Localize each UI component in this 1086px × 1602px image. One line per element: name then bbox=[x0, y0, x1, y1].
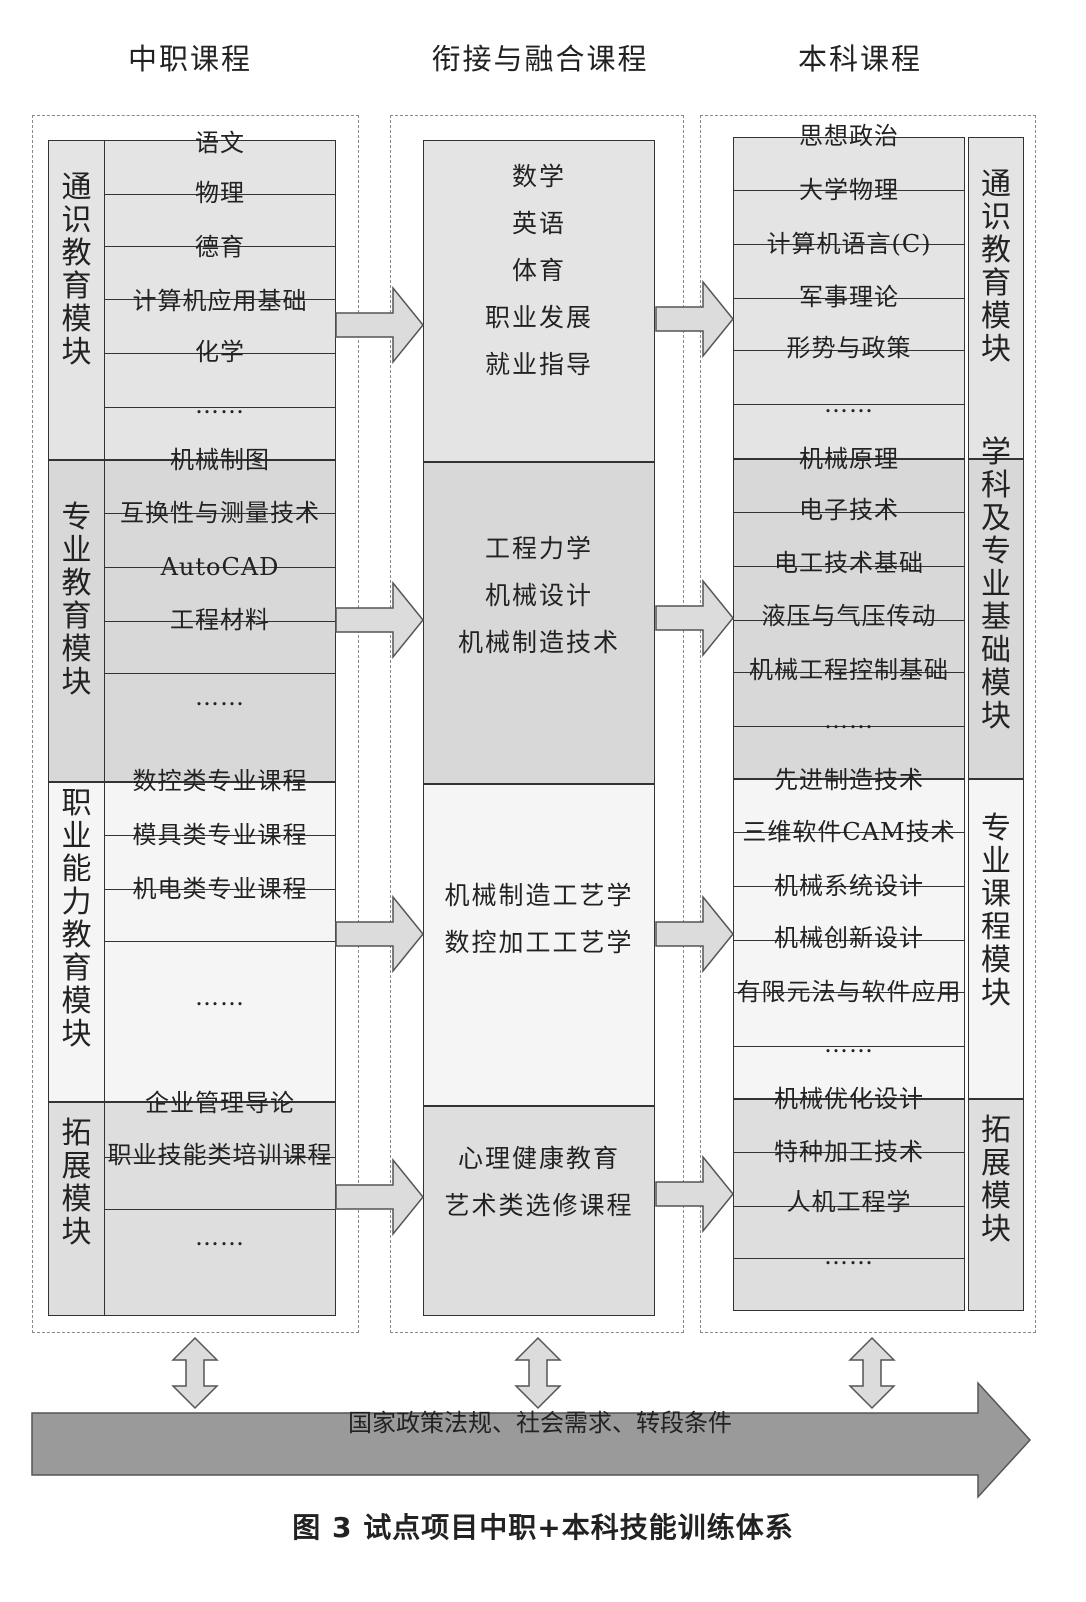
list-item: 数控类专业课程 bbox=[132, 767, 308, 795]
list-item: 物理 bbox=[195, 179, 245, 207]
up-down-arrow-icon bbox=[171, 1336, 219, 1410]
list-item: …… bbox=[195, 683, 245, 711]
list-item: 先进制造技术 bbox=[774, 766, 924, 794]
middle-module-vocational: 机械制造工艺学 数控加工工艺学 bbox=[423, 784, 655, 1106]
list-item: …… bbox=[195, 1223, 245, 1251]
right-module-label-professional: 专业课程模块 bbox=[968, 779, 1024, 1099]
list-item: …… bbox=[195, 391, 245, 419]
list-item: 工程材料 bbox=[170, 606, 270, 634]
list-item: 形势与政策 bbox=[786, 334, 912, 362]
header-bridging-courses: 衔接与融合课程 bbox=[431, 42, 649, 76]
list-item: …… bbox=[195, 983, 245, 1011]
list-item: AutoCAD bbox=[160, 553, 280, 581]
left-module-extension: 企业管理导论 职业技能类培训课程 …… bbox=[104, 1089, 336, 1316]
left-module-general: 语文 物理 德育 计算机应用基础 化学 …… bbox=[104, 129, 336, 460]
up-down-arrow-icon bbox=[848, 1336, 896, 1410]
list-item: 模具类专业课程 bbox=[132, 821, 308, 849]
list-item: 计算机语言(C) bbox=[766, 230, 932, 258]
left-module-label-professional: 专业教育模块 bbox=[48, 460, 105, 782]
list-item: 互换性与测量技术 bbox=[120, 499, 320, 527]
list-item: 德育 bbox=[195, 233, 245, 261]
left-module-vocational: 数控类专业课程 模具类专业课程 机电类专业课程 …… bbox=[104, 767, 336, 1102]
list-item: 机械原理 bbox=[799, 445, 899, 473]
right-module-label-foundation: 学科及专业基础模块 bbox=[968, 436, 1024, 779]
list-item: 英语 bbox=[511, 209, 566, 238]
list-item: 艺术类选修课程 bbox=[444, 1191, 634, 1220]
right-module-foundation: 机械原理 电子技术 电工技术基础 液压与气压传动 机械工程控制基础 …… bbox=[733, 445, 965, 779]
right-arrow-icon bbox=[335, 285, 424, 365]
list-item: 职业发展 bbox=[484, 303, 593, 332]
list-item: 液压与气压传动 bbox=[761, 602, 937, 630]
list-item: 军事理论 bbox=[799, 283, 899, 311]
list-item: 有限元法与软件应用 bbox=[736, 978, 962, 1006]
list-item: 数控加工工艺学 bbox=[444, 928, 634, 957]
left-module-label-extension: 拓展模块 bbox=[48, 1102, 105, 1316]
list-item: …… bbox=[824, 706, 874, 734]
list-item: 机械制造工艺学 bbox=[444, 881, 634, 910]
middle-module-general: 数学 英语 体育 职业发展 就业指导 bbox=[423, 140, 655, 462]
right-arrow-icon bbox=[655, 894, 734, 974]
header-undergraduate: 本科课程 bbox=[797, 42, 922, 76]
list-item: 机械设计 bbox=[484, 581, 593, 610]
right-module-professional: 先进制造技术 三维软件CAM技术 机械系统设计 机械创新设计 有限元法与软件应用… bbox=[733, 766, 965, 1099]
list-item: 大学物理 bbox=[799, 176, 899, 204]
right-arrow-icon bbox=[655, 578, 734, 658]
list-item: 机电类专业课程 bbox=[132, 875, 308, 903]
list-item: 体育 bbox=[511, 256, 566, 285]
up-down-arrow-icon bbox=[514, 1336, 562, 1410]
policy-arrow-label: 国家政策法规、社会需求、转段条件 bbox=[348, 1409, 732, 1437]
middle-module-professional: 工程力学 机械设计 机械制造技术 bbox=[423, 462, 655, 784]
right-arrow-icon bbox=[655, 279, 734, 359]
left-module-professional: 机械制图 互换性与测量技术 AutoCAD 工程材料 …… bbox=[104, 446, 336, 782]
right-arrow-icon bbox=[655, 1154, 734, 1234]
list-item: 特种加工技术 bbox=[774, 1138, 924, 1166]
list-item: 机械创新设计 bbox=[774, 924, 924, 952]
list-item: 企业管理导论 bbox=[145, 1089, 295, 1117]
right-arrow-icon bbox=[335, 580, 424, 660]
list-item: 机械系统设计 bbox=[774, 872, 924, 900]
figure-caption: 图 3 试点项目中职+本科技能训练体系 bbox=[292, 1511, 794, 1544]
right-module-general: 思想政治 大学物理 计算机语言(C) 军事理论 形势与政策 …… bbox=[733, 122, 965, 459]
policy-arrow-icon bbox=[31, 1381, 1032, 1499]
left-module-label-vocational: 职业能力教育模块 bbox=[48, 782, 105, 1102]
list-item: 职业技能类培训课程 bbox=[107, 1141, 333, 1169]
list-item: 机械工程控制基础 bbox=[749, 656, 949, 684]
middle-module-extension: 心理健康教育 艺术类选修课程 bbox=[423, 1106, 655, 1316]
list-item: 电子技术 bbox=[799, 496, 899, 524]
right-module-extension: 机械优化设计 特种加工技术 人机工程学 …… bbox=[733, 1085, 965, 1311]
list-item: 语文 bbox=[195, 129, 245, 157]
list-item: 人机工程学 bbox=[786, 1188, 912, 1216]
right-arrow-icon bbox=[335, 894, 424, 974]
list-item: 三维软件CAM技术 bbox=[742, 818, 956, 846]
list-item: 数学 bbox=[511, 162, 566, 191]
undergraduate-group-frame bbox=[700, 115, 1036, 1333]
secondary-group-frame bbox=[32, 115, 359, 1333]
list-item: 心理健康教育 bbox=[457, 1144, 620, 1173]
list-item: 化学 bbox=[195, 338, 245, 366]
right-module-label-extension: 拓展模块 bbox=[968, 1099, 1024, 1311]
list-item: …… bbox=[824, 1030, 874, 1058]
right-module-label-general: 通识教育模块 bbox=[968, 137, 1024, 459]
list-item: 思想政治 bbox=[799, 122, 899, 150]
list-item: 就业指导 bbox=[484, 350, 593, 379]
bridging-group-frame bbox=[390, 115, 684, 1333]
list-item: 机械制造技术 bbox=[457, 628, 620, 657]
list-item: 机械制图 bbox=[170, 446, 270, 474]
list-item: 机械优化设计 bbox=[774, 1085, 924, 1113]
list-item: …… bbox=[824, 390, 874, 418]
header-secondary-vocational: 中职课程 bbox=[127, 42, 252, 76]
right-arrow-icon bbox=[335, 1157, 424, 1237]
list-item: 电工技术基础 bbox=[774, 549, 924, 577]
list-item: 计算机应用基础 bbox=[132, 287, 308, 315]
list-item: …… bbox=[824, 1242, 874, 1270]
list-item: 工程力学 bbox=[484, 534, 593, 563]
